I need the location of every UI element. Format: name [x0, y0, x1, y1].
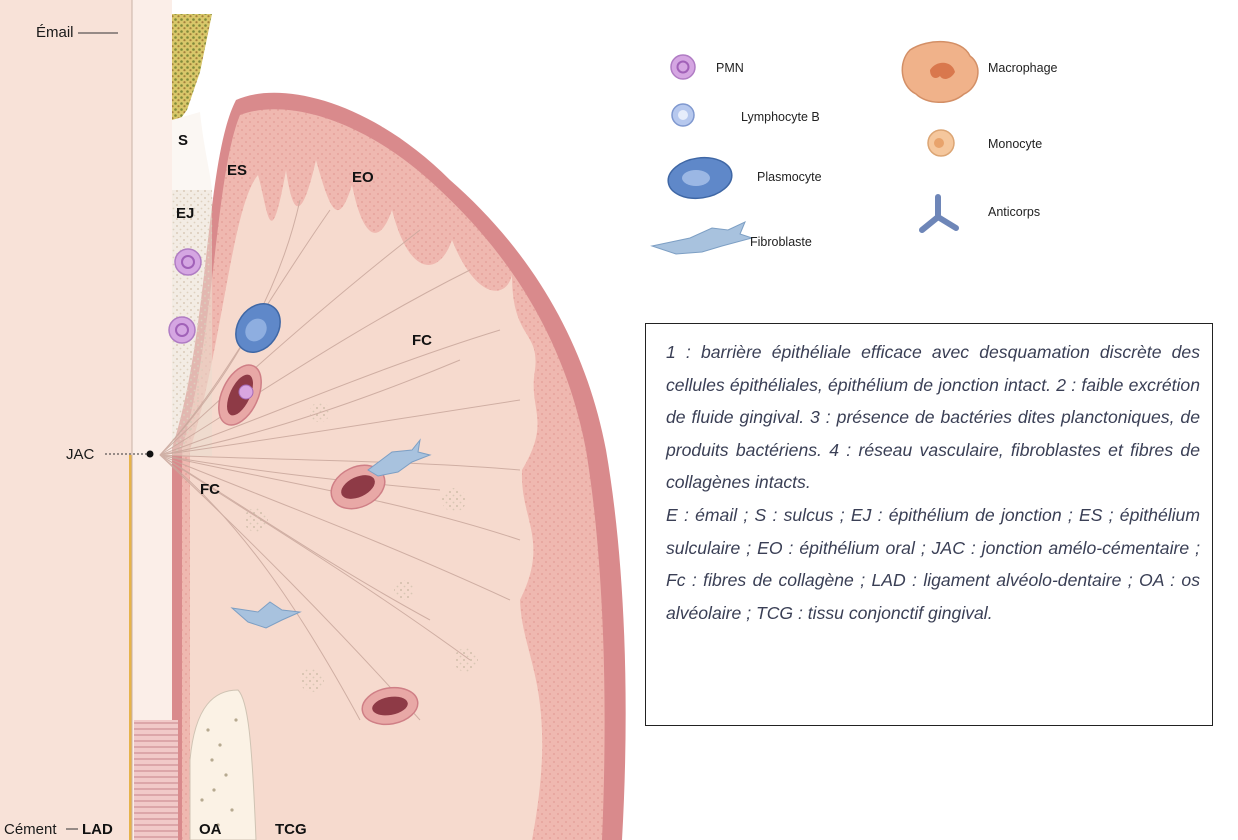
- lad-ligament: [134, 720, 178, 840]
- sulcus: [172, 112, 212, 190]
- label-fc-lower: FC: [200, 481, 220, 498]
- legend-anticorps-label: Anticorps: [988, 205, 1040, 219]
- legend-pmn-icon: [671, 55, 695, 79]
- legend-monocyte-label: Monocyte: [988, 137, 1042, 151]
- label-jac: JAC: [66, 446, 95, 463]
- label-eo: EO: [352, 169, 374, 186]
- label-email: Émail: [36, 24, 74, 41]
- legend-plasmocyte-icon: [666, 154, 735, 203]
- legend-plasmocyte-label: Plasmocyte: [757, 170, 822, 184]
- tooth-root: [0, 0, 132, 840]
- vessel-1-cell: [239, 385, 253, 399]
- label-ej: EJ: [176, 205, 194, 222]
- label-lad: LAD: [82, 821, 113, 838]
- label-cement: Cément: [4, 821, 57, 838]
- caption-paragraph-2: E : émail ; S : sulcus ; EJ : épithélium…: [666, 499, 1200, 629]
- enamel-granules: [172, 14, 212, 130]
- pmn-cell: [169, 317, 195, 343]
- tooth-edge: [132, 0, 172, 840]
- label-es: ES: [227, 162, 247, 179]
- legend-anticorps-icon: [922, 197, 956, 230]
- caption-paragraph-1: 1 : barrière épithéliale efficace avec d…: [666, 336, 1200, 499]
- legend-lymphocyte-label: Lymphocyte B: [741, 110, 820, 124]
- legend-monocyte-icon: [928, 130, 954, 156]
- legend-fibroblaste-label: Fibroblaste: [750, 235, 812, 249]
- caption-box: 1 : barrière épithéliale efficace avec d…: [645, 323, 1213, 726]
- label-fc-upper: FC: [412, 332, 432, 349]
- legend-macrophage-label: Macrophage: [988, 61, 1058, 75]
- label-tcg: TCG: [275, 821, 307, 838]
- legend-lymphocyte-icon: [672, 104, 694, 126]
- legend-macrophage-icon: [902, 42, 978, 103]
- jac-dot: [147, 451, 154, 458]
- label-s: S: [178, 132, 188, 149]
- legend: PMN Lymphocyte B Plasmocyte Fibroblaste …: [652, 42, 1058, 254]
- legend-fibroblaste-icon: [652, 222, 752, 254]
- label-oa: OA: [199, 821, 222, 838]
- pmn-cell: [175, 249, 201, 275]
- legend-pmn-label: PMN: [716, 61, 744, 75]
